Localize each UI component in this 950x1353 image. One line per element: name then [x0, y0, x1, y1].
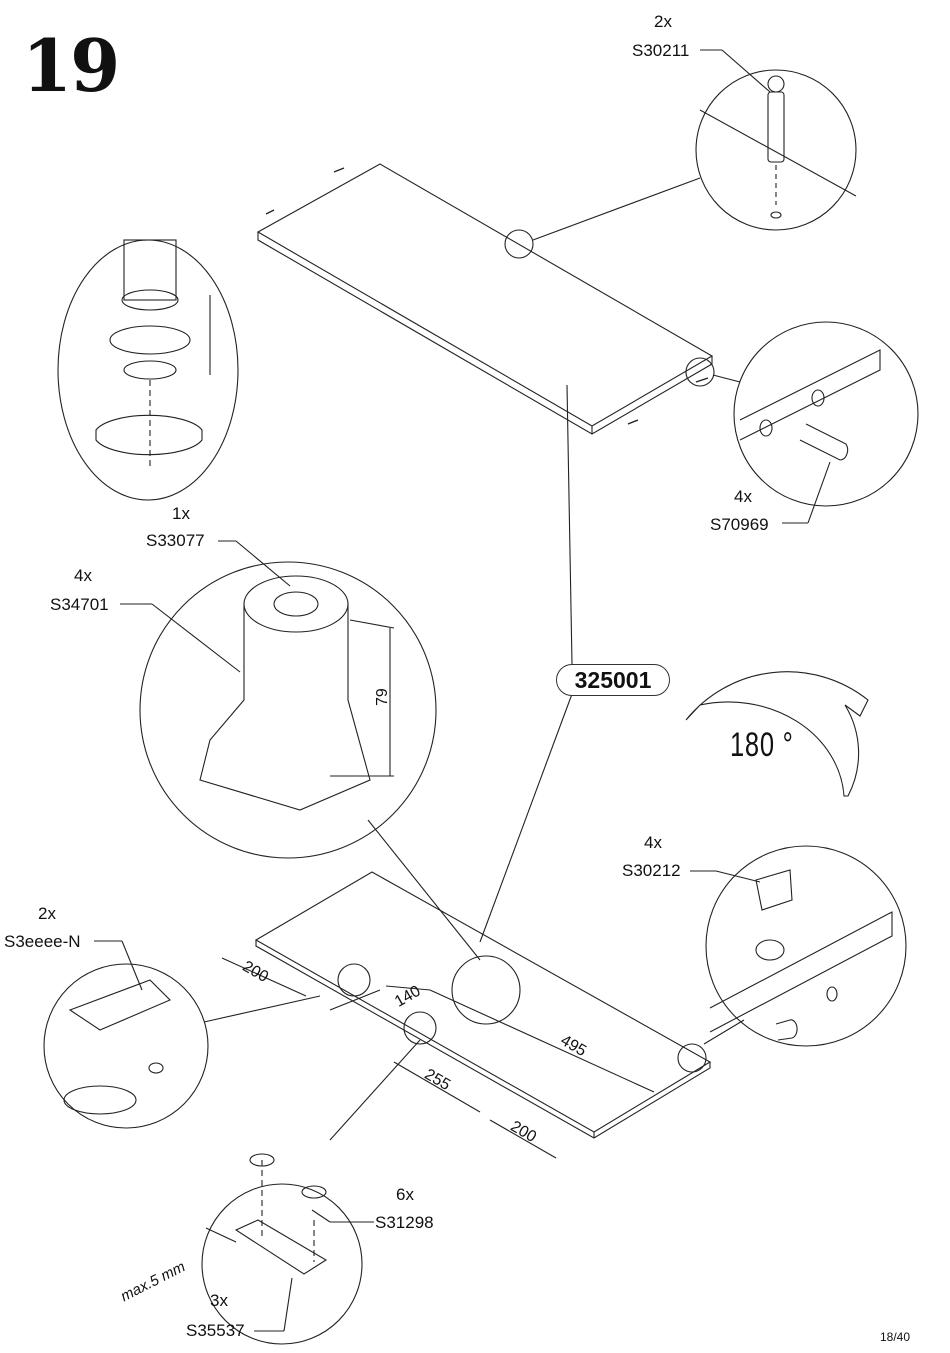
detail-foot: [139, 561, 437, 859]
detail-cam-lock: [705, 845, 907, 1047]
bottom-board: [254, 871, 712, 1139]
part-code-s3eeee: S3eeee-N: [4, 932, 81, 951]
part-code-s34701: S34701: [50, 595, 109, 614]
step-number: 19: [22, 23, 120, 108]
part-code-s30212: S30212: [622, 861, 681, 880]
detail-foot-adjust: [57, 239, 239, 501]
part-code-s35537: S35537: [186, 1321, 245, 1340]
rotation-label: 180 °: [730, 726, 794, 764]
part-qty-s31298: 6x: [396, 1185, 414, 1204]
detail-dowel: [733, 321, 919, 507]
part-qty-s70969: 4x: [734, 487, 752, 506]
part-qty-s30212: 4x: [644, 833, 662, 852]
part-code-s31298: S31298: [375, 1213, 434, 1232]
part-code-s70969: S70969: [710, 515, 769, 534]
detail-cam-bolt: [695, 69, 857, 231]
part-qty-s35537: 3x: [210, 1291, 228, 1310]
page-number: 18/40: [880, 1330, 911, 1344]
board-code-badge: 325001: [556, 664, 670, 696]
dim-foot-height: 79: [374, 688, 391, 706]
part-qty-s30211: 2x: [654, 12, 672, 31]
part-code-s30211: S30211: [632, 41, 690, 60]
part-qty-s34701: 4x: [74, 566, 92, 585]
detail-plate: [201, 1153, 363, 1345]
top-board: [256, 163, 714, 435]
detail-marker-cam: [504, 229, 534, 259]
detail-marker-dowel: [685, 357, 715, 387]
dowels: [265, 167, 709, 425]
part-qty-s3eeee: 2x: [38, 904, 56, 923]
detail-connector: [43, 963, 209, 1129]
part-code-s33077: S33077: [146, 531, 205, 550]
leader: [532, 177, 701, 241]
leader: [566, 384, 573, 665]
rotate-arrow: [685, 671, 869, 797]
part-qty-s33077: 1x: [172, 504, 190, 523]
leader: [712, 374, 741, 383]
